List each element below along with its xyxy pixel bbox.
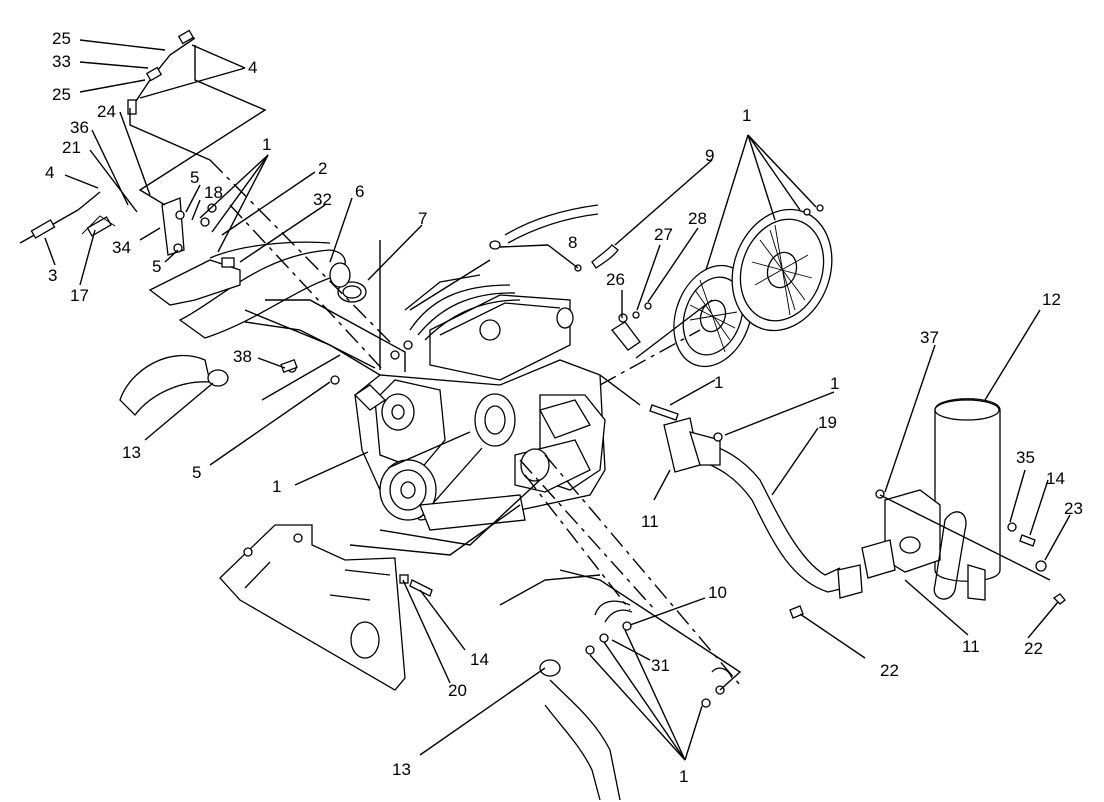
callout-1-top-left: 1 [262, 135, 271, 154]
callout-28: 28 [688, 209, 707, 228]
callout-13-left: 13 [122, 443, 141, 462]
callout-6: 6 [355, 182, 364, 201]
lower-hose-left [119, 354, 229, 416]
callout-18: 18 [204, 183, 223, 202]
fuel-hose-8-9 [489, 204, 619, 272]
callout-17: 17 [70, 286, 89, 305]
lower-hose-bottom [539, 659, 621, 801]
hose-clamp-7 [337, 281, 367, 303]
engine-block [287, 274, 606, 531]
callout-22-bottom: 22 [880, 661, 899, 680]
callout-36: 36 [70, 118, 89, 137]
callout-1-exhaust: 1 [830, 374, 839, 393]
governor-lever-bracket [148, 197, 241, 306]
callout-20: 20 [448, 681, 467, 700]
callout-1-gasket: 1 [714, 373, 723, 392]
callout-1-clutch: 1 [742, 106, 751, 125]
callout-5-low: 5 [192, 463, 201, 482]
small-hose-10 [585, 600, 733, 708]
callout-38: 38 [233, 347, 252, 366]
callout-21: 21 [62, 138, 81, 157]
callout-33: 33 [52, 52, 71, 71]
exhaust-pipe [663, 417, 863, 599]
engine-mount-frame [219, 524, 406, 691]
callout-19: 19 [818, 413, 837, 432]
callout-8: 8 [568, 233, 577, 252]
callout-32: 32 [313, 190, 332, 209]
callout-25-lower: 25 [52, 85, 71, 104]
hose-end-6 [329, 262, 351, 288]
throttle-cable [19, 191, 116, 244]
pressure-plate [731, 204, 833, 332]
callout-26: 26 [606, 270, 625, 289]
callout-5-top: 5 [190, 168, 199, 187]
callout-9: 9 [705, 146, 714, 165]
callout-35: 35 [1016, 448, 1035, 467]
callout-37: 37 [920, 328, 939, 347]
callout-11-left: 11 [641, 512, 659, 531]
callout-14-right: 14 [1046, 469, 1065, 488]
leader-lines [44, 39, 1071, 761]
callout-12: 12 [1042, 290, 1061, 309]
fuel-line-fittings [127, 29, 196, 115]
callout-23: 23 [1064, 499, 1083, 518]
callout-4-left: 4 [45, 163, 54, 182]
callout-10: 10 [708, 583, 727, 602]
callout-27: 27 [654, 225, 673, 244]
callout-11-right: 11 [962, 637, 980, 656]
misc-bolts [280, 359, 1066, 619]
callout-4-top: 4 [248, 58, 257, 77]
callout-24: 24 [97, 102, 116, 121]
callout-labels: 25 33 25 4 24 36 21 4 1 5 18 2 32 6 7 34… [45, 29, 1083, 786]
callout-5-mid: 5 [152, 257, 161, 276]
callout-13-bottom: 13 [392, 760, 411, 779]
callout-2: 2 [318, 159, 327, 178]
callout-14-bottom: 14 [470, 650, 489, 669]
callout-25-top: 25 [52, 29, 71, 48]
callout-22-right: 22 [1024, 639, 1043, 658]
dipstick-tube [611, 302, 652, 351]
callout-31: 31 [651, 656, 670, 675]
callout-7: 7 [418, 209, 427, 228]
callout-34: 34 [112, 238, 131, 257]
callout-3: 3 [48, 266, 57, 285]
muffler [861, 398, 1001, 601]
callout-1-bottom: 1 [679, 767, 688, 786]
callout-1-engine: 1 [272, 477, 281, 496]
